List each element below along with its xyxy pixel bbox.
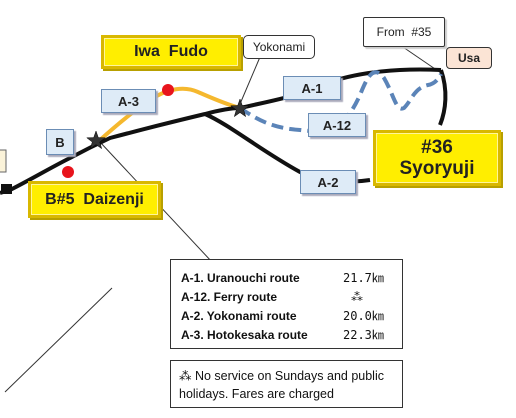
legend-value: 21.7㎞ xyxy=(343,271,384,285)
a3-text: A-3 xyxy=(118,93,139,109)
legend-row-a3: A-3. Hotokesaka route 22.3㎞ xyxy=(181,325,402,344)
label-a3: A-3 xyxy=(101,89,156,113)
a2-text: A-2 xyxy=(317,174,339,190)
syoryuji-number: #36 xyxy=(421,137,453,158)
legend-value: 22.3㎞ xyxy=(343,328,384,342)
callout-yokonami: Yokonami xyxy=(243,35,315,59)
label-syoryuji: #36 Syoryuji xyxy=(373,130,501,186)
marker-iwa-fudo xyxy=(162,84,174,96)
label-a2: A-2 xyxy=(300,170,356,194)
service-note: ⁂ No service on Sundays and public holid… xyxy=(170,360,403,408)
legend-name: A-1. Uranouchi route xyxy=(181,270,300,285)
route-legend: A-1. Uranouchi route 21.7㎞ A-12. Ferry r… xyxy=(170,259,403,349)
a1-text: A-1 xyxy=(301,80,323,96)
a12-text: A-12 xyxy=(322,117,352,133)
ferry-route xyxy=(238,70,443,134)
legend-name: A-3. Hotokesaka route xyxy=(181,327,308,342)
yokonami-pointer xyxy=(239,56,261,105)
left-terminal xyxy=(1,184,12,194)
legend-value: ⁂ xyxy=(351,289,363,304)
syoryuji-name: Syoryuji xyxy=(399,158,475,179)
usa-text: Usa xyxy=(457,51,480,65)
left-edge-box xyxy=(0,149,7,173)
legend-row-a12: A-12. Ferry route ⁂ xyxy=(181,287,402,306)
yokonami-text: Yokonami xyxy=(252,40,306,54)
b-text: B xyxy=(55,134,65,150)
daizenji-star-icon xyxy=(86,130,106,150)
legend-name: A-2. Yokonami route xyxy=(181,308,297,323)
label-a12: A-12 xyxy=(308,113,366,137)
usa-road xyxy=(438,69,448,126)
label-daizenji: B#5 Daizenji xyxy=(28,181,161,218)
boundary-line xyxy=(4,287,113,393)
legend-row-a2: A-2. Yokonami route 20.0㎞ xyxy=(181,306,402,325)
from35-text: From #35 xyxy=(376,25,432,39)
marker-b xyxy=(62,166,74,178)
iwa-fudo-text: Iwa Fudo xyxy=(134,43,208,60)
daizenji-text: B#5 Daizenji xyxy=(45,190,144,208)
legend-row-a1: A-1. Uranouchi route 21.7㎞ xyxy=(181,268,402,287)
legend-value: 20.0㎞ xyxy=(343,309,384,323)
note-text: No service on Sundays and public holiday… xyxy=(179,369,384,401)
callout-from35: From #35 xyxy=(363,17,445,47)
note-symbol: ⁂ xyxy=(179,369,192,383)
label-b: B xyxy=(46,129,74,155)
legend-name: A-12. Ferry route xyxy=(181,289,278,304)
label-a1: A-1 xyxy=(283,76,341,100)
label-iwa-fudo: Iwa Fudo xyxy=(101,35,241,69)
yokonami-star-icon xyxy=(230,98,250,118)
label-usa: Usa xyxy=(446,47,492,69)
